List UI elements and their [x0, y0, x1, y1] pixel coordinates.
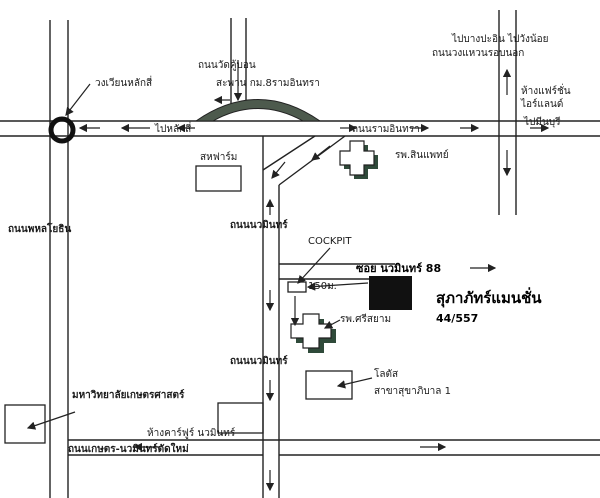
srisiam-label: รพ.ศรีสยาม [340, 314, 392, 325]
to-minburi-label: ไปมีนบุรี [524, 117, 561, 128]
distance-label: 150ม. [308, 281, 337, 292]
kaset-university-label: มหาวิทยาลัยเกษตรศาสตร์ [72, 390, 185, 401]
laksi-circle-label: วงเวียนหลักสี่ [95, 78, 153, 89]
cockpit-label: COCKPIT [308, 236, 352, 247]
wat-kub-on-label: ถนนวัดคู้บอน [198, 60, 256, 71]
nawamin-label-1: ถนนนวมินทร์ [230, 220, 288, 231]
fashion-island-label-2: ไอร์แลนด์ [521, 99, 564, 110]
lotus-building [305, 370, 353, 400]
safari-label: สหฟาร์ม [200, 152, 238, 163]
kaset-nawamin-label: ถนนเกษตร-นวมินทร์ตัดใหม่ [68, 444, 189, 455]
supapat-name-label: สุภาภัทร์แมนชั่น [436, 289, 542, 307]
lotus-label-1: โลตัส [374, 369, 399, 380]
laksi-roundabout [48, 116, 76, 144]
lotus-label-2: สาขาสุขาภิบาล 1 [374, 386, 451, 397]
safari-building [195, 165, 242, 192]
soi-88-label: ซอย นวมินทร์ 88 [356, 262, 442, 275]
ramindra-label: ถนนรามอินทรา [352, 124, 420, 135]
supapat-number-label: 44/557 [436, 312, 479, 325]
to-laksi-label: ไปหลักสี่ [155, 124, 192, 135]
intrapat-hospital [339, 140, 375, 176]
intrapat-label: รพ.สินแพทย์ [395, 150, 449, 161]
carrefour-building [217, 402, 264, 434]
ramindra-bridge [194, 99, 322, 122]
nawamin-label-2: ถนนนวมินทร์ [230, 356, 288, 367]
outer-ring-label: ถนนวงแหวนรอบนอก [432, 48, 525, 59]
fashion-island-label-1: ห้างแฟร์ชั่น [521, 86, 571, 97]
bang-pa-in-label: ไปบางปะอิน ไปวังน้อย [452, 34, 549, 45]
kaset-university-building [4, 404, 46, 444]
carrefour-label: ห้างคาร์ฟูร์ นวมินทร์ [147, 428, 236, 439]
phahonyothin-label: ถนนพหลโยธิน [8, 224, 72, 235]
bridge-label: สะพาน กม.8รามอินทรา [216, 78, 320, 89]
cockpit-box [287, 281, 307, 293]
target-building [369, 276, 412, 310]
